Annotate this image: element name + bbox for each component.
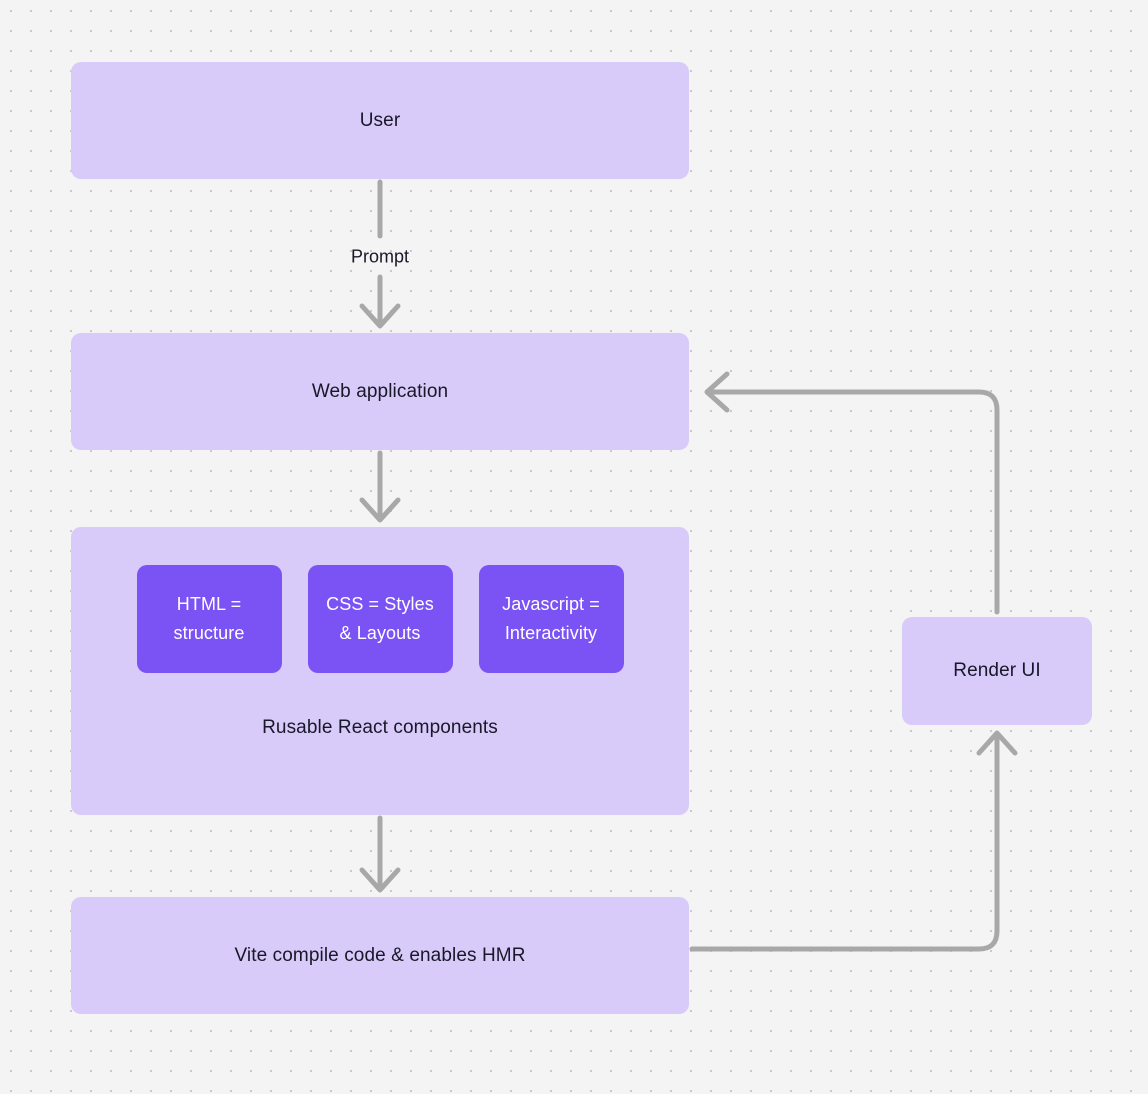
node-user[interactable]: User bbox=[71, 62, 689, 179]
node-vite[interactable]: Vite compile code & enables HMR bbox=[71, 897, 689, 1014]
child-box-html[interactable]: HTML = structure bbox=[136, 565, 282, 673]
node-react-components-container[interactable]: HTML = structure CSS = Styles & Layouts … bbox=[71, 527, 689, 815]
node-render-ui[interactable]: Render UI bbox=[902, 617, 1092, 725]
edge-vite-to-render-arrowhead bbox=[976, 730, 1018, 756]
child-box-javascript-line1: Javascript = bbox=[502, 594, 600, 614]
node-web-application-label: Web application bbox=[311, 380, 449, 402]
child-box-html-line2: structure bbox=[173, 623, 245, 643]
node-vite-label: Vite compile code & enables HMR bbox=[234, 944, 526, 966]
child-box-javascript[interactable]: Javascript = Interactivity bbox=[478, 565, 624, 673]
child-box-javascript-label: Javascript = Interactivity bbox=[502, 590, 600, 648]
edge-user-to-webapp-arrowhead bbox=[359, 303, 401, 329]
node-react-components-caption: Rusable React components bbox=[262, 717, 498, 738]
child-box-javascript-line2: Interactivity bbox=[504, 623, 598, 643]
child-box-row: HTML = structure CSS = Styles & Layouts … bbox=[71, 565, 689, 673]
node-user-label: User bbox=[359, 109, 401, 131]
edge-render-to-webapp-line bbox=[706, 389, 1000, 615]
edge-webapp-to-components-arrowhead bbox=[359, 497, 401, 523]
child-box-css-label: CSS = Styles & Layouts bbox=[326, 590, 434, 648]
edge-label-prompt: Prompt bbox=[350, 246, 410, 267]
child-box-html-line1: HTML = bbox=[176, 594, 242, 614]
child-box-html-label: HTML = structure bbox=[174, 590, 245, 648]
child-box-css[interactable]: CSS = Styles & Layouts bbox=[307, 565, 453, 673]
edge-components-to-vite-arrowhead bbox=[359, 867, 401, 893]
node-render-ui-label: Render UI bbox=[953, 660, 1041, 681]
node-web-application[interactable]: Web application bbox=[71, 333, 689, 450]
edge-vite-to-render-line bbox=[689, 732, 1000, 952]
edge-render-to-webapp-arrowhead bbox=[704, 371, 730, 413]
child-box-css-line2: & Layouts bbox=[339, 623, 421, 643]
child-box-css-line1: CSS = Styles bbox=[326, 594, 434, 614]
